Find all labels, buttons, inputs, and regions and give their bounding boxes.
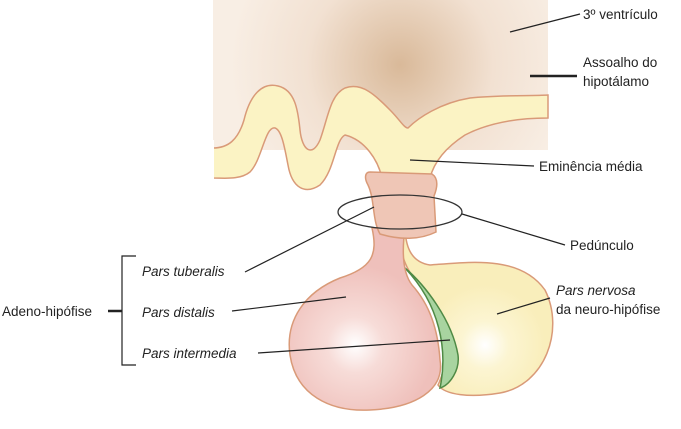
label-adenohypophysis: Adeno-hipófise [2,304,92,319]
hypothalamic-floor [212,84,549,191]
floor-edge-mask [210,140,214,185]
leader-pars-distalis [231,296,347,312]
label-floor-1: Assoalho do [583,55,657,70]
label-median-eminence: Eminência média [539,159,643,174]
label-ventricle: 3º ventrículo [583,7,658,22]
peduncle-ring [337,194,463,230]
label-pars-nervosa-2: da neuro-hipófise [556,302,660,317]
leader-pars-nervosa [496,297,551,315]
label-pars-tuberalis: Pars tuberalis [142,264,225,279]
label-floor-2: hipotálamo [583,74,649,89]
label-pars-nervosa-1: Pars nervosa [556,283,636,298]
leader-ventricle [509,13,581,33]
leader-median-eminence [409,159,535,167]
pars-distalis [288,227,442,411]
leader-peduncle [461,213,566,246]
label-peduncle: Pedúnculo [570,238,634,253]
adeno-bracket [121,255,136,366]
label-pars-distalis: Pars distalis [142,305,215,320]
leader-pars-tuberalis [244,206,375,273]
leader-pars-intermedia [257,339,451,354]
label-pars-intermedia: Pars intermedia [142,346,237,361]
pars-intermedia [404,267,459,390]
pituitary-stalk [364,171,438,239]
